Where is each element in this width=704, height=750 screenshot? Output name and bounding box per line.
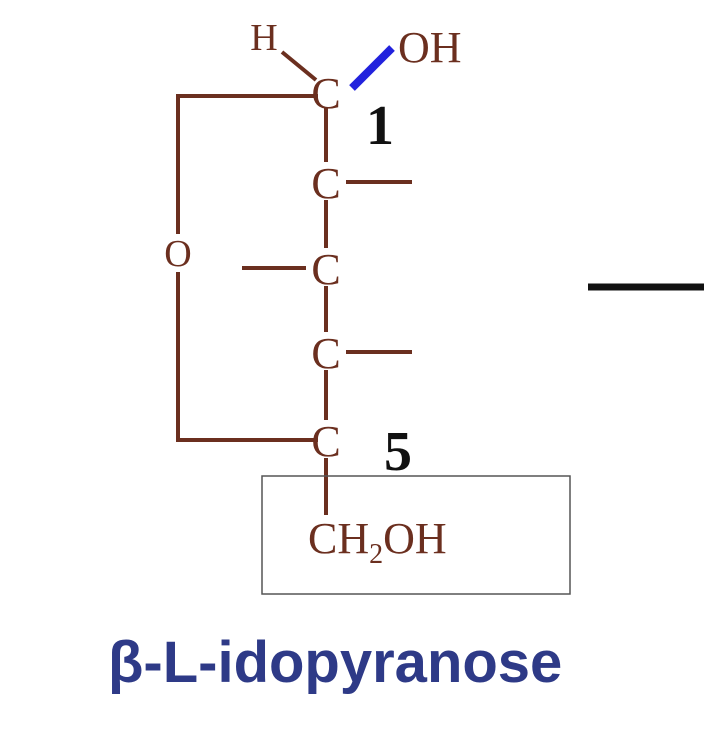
ch2oh-oh: OH: [383, 514, 447, 563]
carbon-4: C: [311, 329, 340, 378]
ch2oh-ch: CH: [308, 514, 369, 563]
bond-c1-oh-highlight: [349, 45, 395, 91]
carbon-1: C: [311, 69, 340, 118]
hydroxyl-label: OH: [398, 23, 462, 72]
hydrogen-label: H: [250, 17, 277, 59]
ring-bond-top: [176, 94, 318, 234]
carbon-3: C: [311, 245, 340, 294]
carbon-2: C: [311, 159, 340, 208]
ch2oh-subscript: 2: [369, 539, 383, 570]
ring-bond-bottom: [176, 272, 318, 442]
compound-name: β-L-idopyranose: [108, 630, 562, 695]
carbon-5-number: 5: [384, 421, 412, 483]
ch2oh-box: [261, 475, 571, 595]
ch2oh-group: CH2OH: [308, 514, 447, 570]
carbon-1-number: 1: [366, 95, 394, 157]
bond-c1-h: [280, 50, 318, 82]
ring-oxygen: O: [164, 233, 191, 275]
carbon-5: C: [311, 417, 340, 466]
